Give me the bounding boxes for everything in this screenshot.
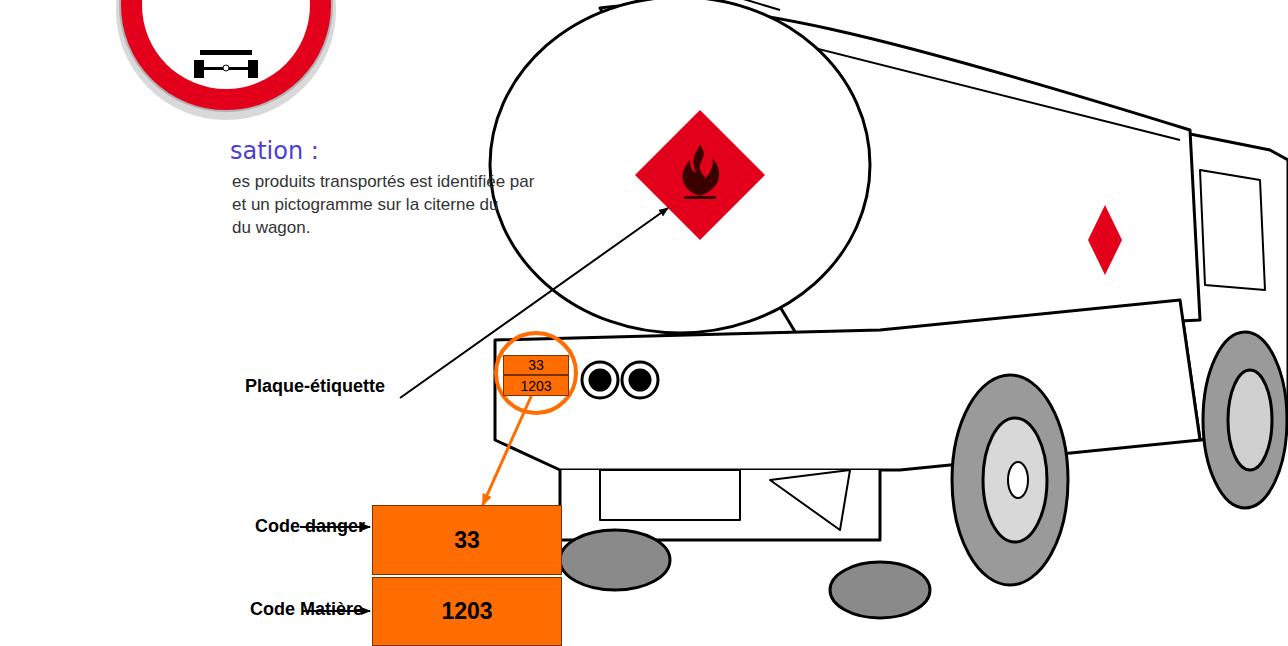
road-sign <box>116 0 336 120</box>
highlight-circle <box>496 333 576 413</box>
plate-code: 33 <box>454 529 480 552</box>
part-label: Code danger <box>255 516 365 538</box>
plate-code: 1203 <box>520 379 551 393</box>
plate-code: 1203 <box>441 600 492 623</box>
hazard-plate: 1203 <box>503 375 569 396</box>
flammable-pictogram <box>635 110 765 240</box>
plate-code: 33 <box>528 358 544 372</box>
section-heading: sation : <box>230 137 319 166</box>
zoom-arrow <box>483 396 532 505</box>
hazard-plate: 1203 <box>372 577 562 646</box>
hazard-plate: 33 <box>503 355 569 375</box>
part-label: Plaque-étiquette <box>245 376 385 398</box>
leader-line <box>400 208 668 398</box>
body-text: et un pictogramme sur la citerne du <box>232 195 498 215</box>
part-label: Code Matière <box>250 599 363 621</box>
hazard-plate: 33 <box>372 505 562 575</box>
body-text: du wagon. <box>232 218 310 238</box>
body-text: es produits transportés est identifiée p… <box>232 172 534 192</box>
tanker-truck <box>490 0 1288 618</box>
